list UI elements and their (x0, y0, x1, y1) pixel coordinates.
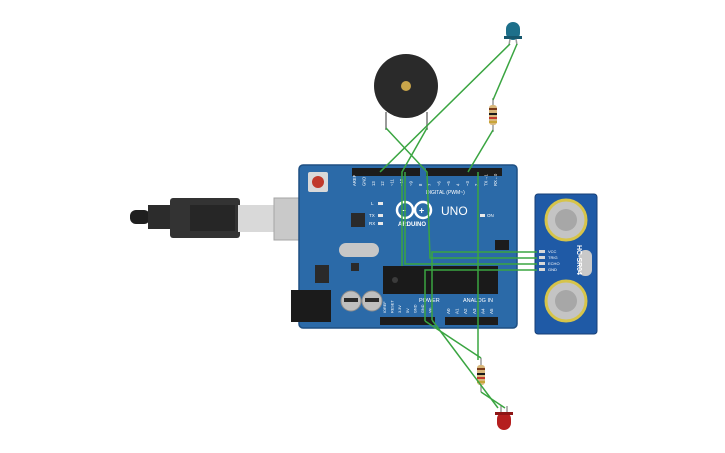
digital-pin-label-1: GND (361, 177, 366, 186)
usb-chip (351, 213, 365, 227)
led-rx-label: RX (369, 221, 375, 226)
resistor-bottom[interactable] (477, 358, 485, 392)
sensor-pin-label-2: ECHO (548, 261, 560, 266)
digital-pin-label-14: TX→1 (484, 173, 489, 186)
digital-header-left[interactable] (352, 168, 420, 176)
power-pin-label-3: 5V (406, 308, 410, 313)
analog-pin-label-4: A4 (480, 308, 485, 314)
digital-pin-label-8: 7 (427, 183, 432, 186)
analog-pin-label-3: A3 (472, 308, 477, 314)
sensor-name-label: HC-SR04 (575, 245, 582, 275)
wire-echo[interactable] (404, 172, 537, 265)
power-header[interactable] (380, 317, 435, 325)
regulator (315, 265, 329, 283)
led-l-label: L (371, 201, 374, 206)
power-pin-label-2: 3.3V (398, 305, 402, 313)
resistor-top[interactable] (489, 98, 497, 132)
power-pin-label-1: RESET (391, 300, 395, 313)
power-pin-label-0: IOREF (383, 301, 387, 313)
digital-pin-label-15: RX←0 (493, 173, 498, 186)
sensor-pin-label-1: TRIG (548, 255, 558, 260)
sensor-pin-label-0: VCC (548, 249, 557, 254)
svg-text:+: + (419, 206, 424, 216)
digital-pin-label-0: AREF (352, 174, 357, 186)
model-label: UNO (441, 204, 468, 218)
power-header-label: POWER (419, 298, 440, 304)
wire-buzzer-pin[interactable] (401, 127, 428, 266)
digital-pin-label-9: ~6 (437, 181, 442, 186)
analog-header[interactable] (445, 317, 498, 325)
wire-buzzer-trig[interactable] (385, 127, 537, 259)
analog-pin-label-2: A2 (463, 308, 468, 314)
power-pin-label-4: GND (413, 304, 417, 313)
wire-blue-led-to-resistor[interactable] (492, 43, 518, 101)
brand-label: ARDUINO (398, 222, 426, 228)
digital-pin-label-13: 2 (474, 183, 479, 186)
wire-resistor-to-pin[interactable] (467, 129, 494, 173)
sensor-pin-3[interactable] (539, 268, 545, 271)
sensor-pin-1[interactable] (539, 256, 545, 259)
digital-pin-label-12: ~3 (465, 181, 470, 186)
crystal (339, 243, 379, 257)
digital-pin-label-4: ~11 (390, 179, 395, 186)
led-tx-label: TX (369, 213, 375, 218)
wire-gnd-to-red-led[interactable] (431, 319, 499, 409)
digital-pin-label-10: ~5 (446, 181, 451, 186)
digital-pin-label-3: 12 (380, 181, 385, 186)
wires[interactable] (379, 43, 537, 409)
analog-pin-label-1: A1 (455, 308, 460, 314)
digital-pin-label-7: 8 (418, 183, 423, 186)
usb-cable[interactable] (130, 197, 317, 241)
analog-pin-label-5: A5 (489, 308, 494, 314)
digital-header-right[interactable] (426, 168, 502, 176)
sensor-pin-0[interactable] (539, 250, 545, 253)
led-blue[interactable] (504, 22, 522, 46)
digital-pin-label-11: 4 (455, 183, 460, 186)
svg-text:−: − (401, 206, 406, 216)
digital-pin-label-2: 13 (371, 181, 376, 186)
wire-gnd-to-blue-led[interactable] (379, 43, 511, 173)
wire-resistor-to-red-led[interactable] (480, 391, 506, 409)
power-pin-label-6: Vin (429, 308, 433, 313)
analog-pin-label-0: A0 (446, 308, 451, 314)
sensor-pin-2[interactable] (539, 262, 545, 265)
sensor-pin-label-3: GND (548, 267, 557, 272)
arduino-board[interactable]: − + ARDUINO UNO L TX RX ON DIGITAL (PWM~… (291, 164, 518, 329)
power-pin-label-5: GND (421, 304, 425, 313)
piezo-buzzer[interactable] (374, 54, 438, 130)
power-jack (291, 290, 331, 322)
led-on-label: ON (487, 213, 494, 218)
wire-sensor-gnd[interactable] (424, 269, 537, 321)
digital-pin-label-6: ~9 (408, 181, 413, 186)
wire-sensor-vcc[interactable] (431, 251, 537, 320)
digital-header-label: DIGITAL (PWM~) (426, 190, 465, 196)
wire-5v[interactable] (424, 320, 482, 359)
led-red[interactable] (495, 406, 513, 430)
